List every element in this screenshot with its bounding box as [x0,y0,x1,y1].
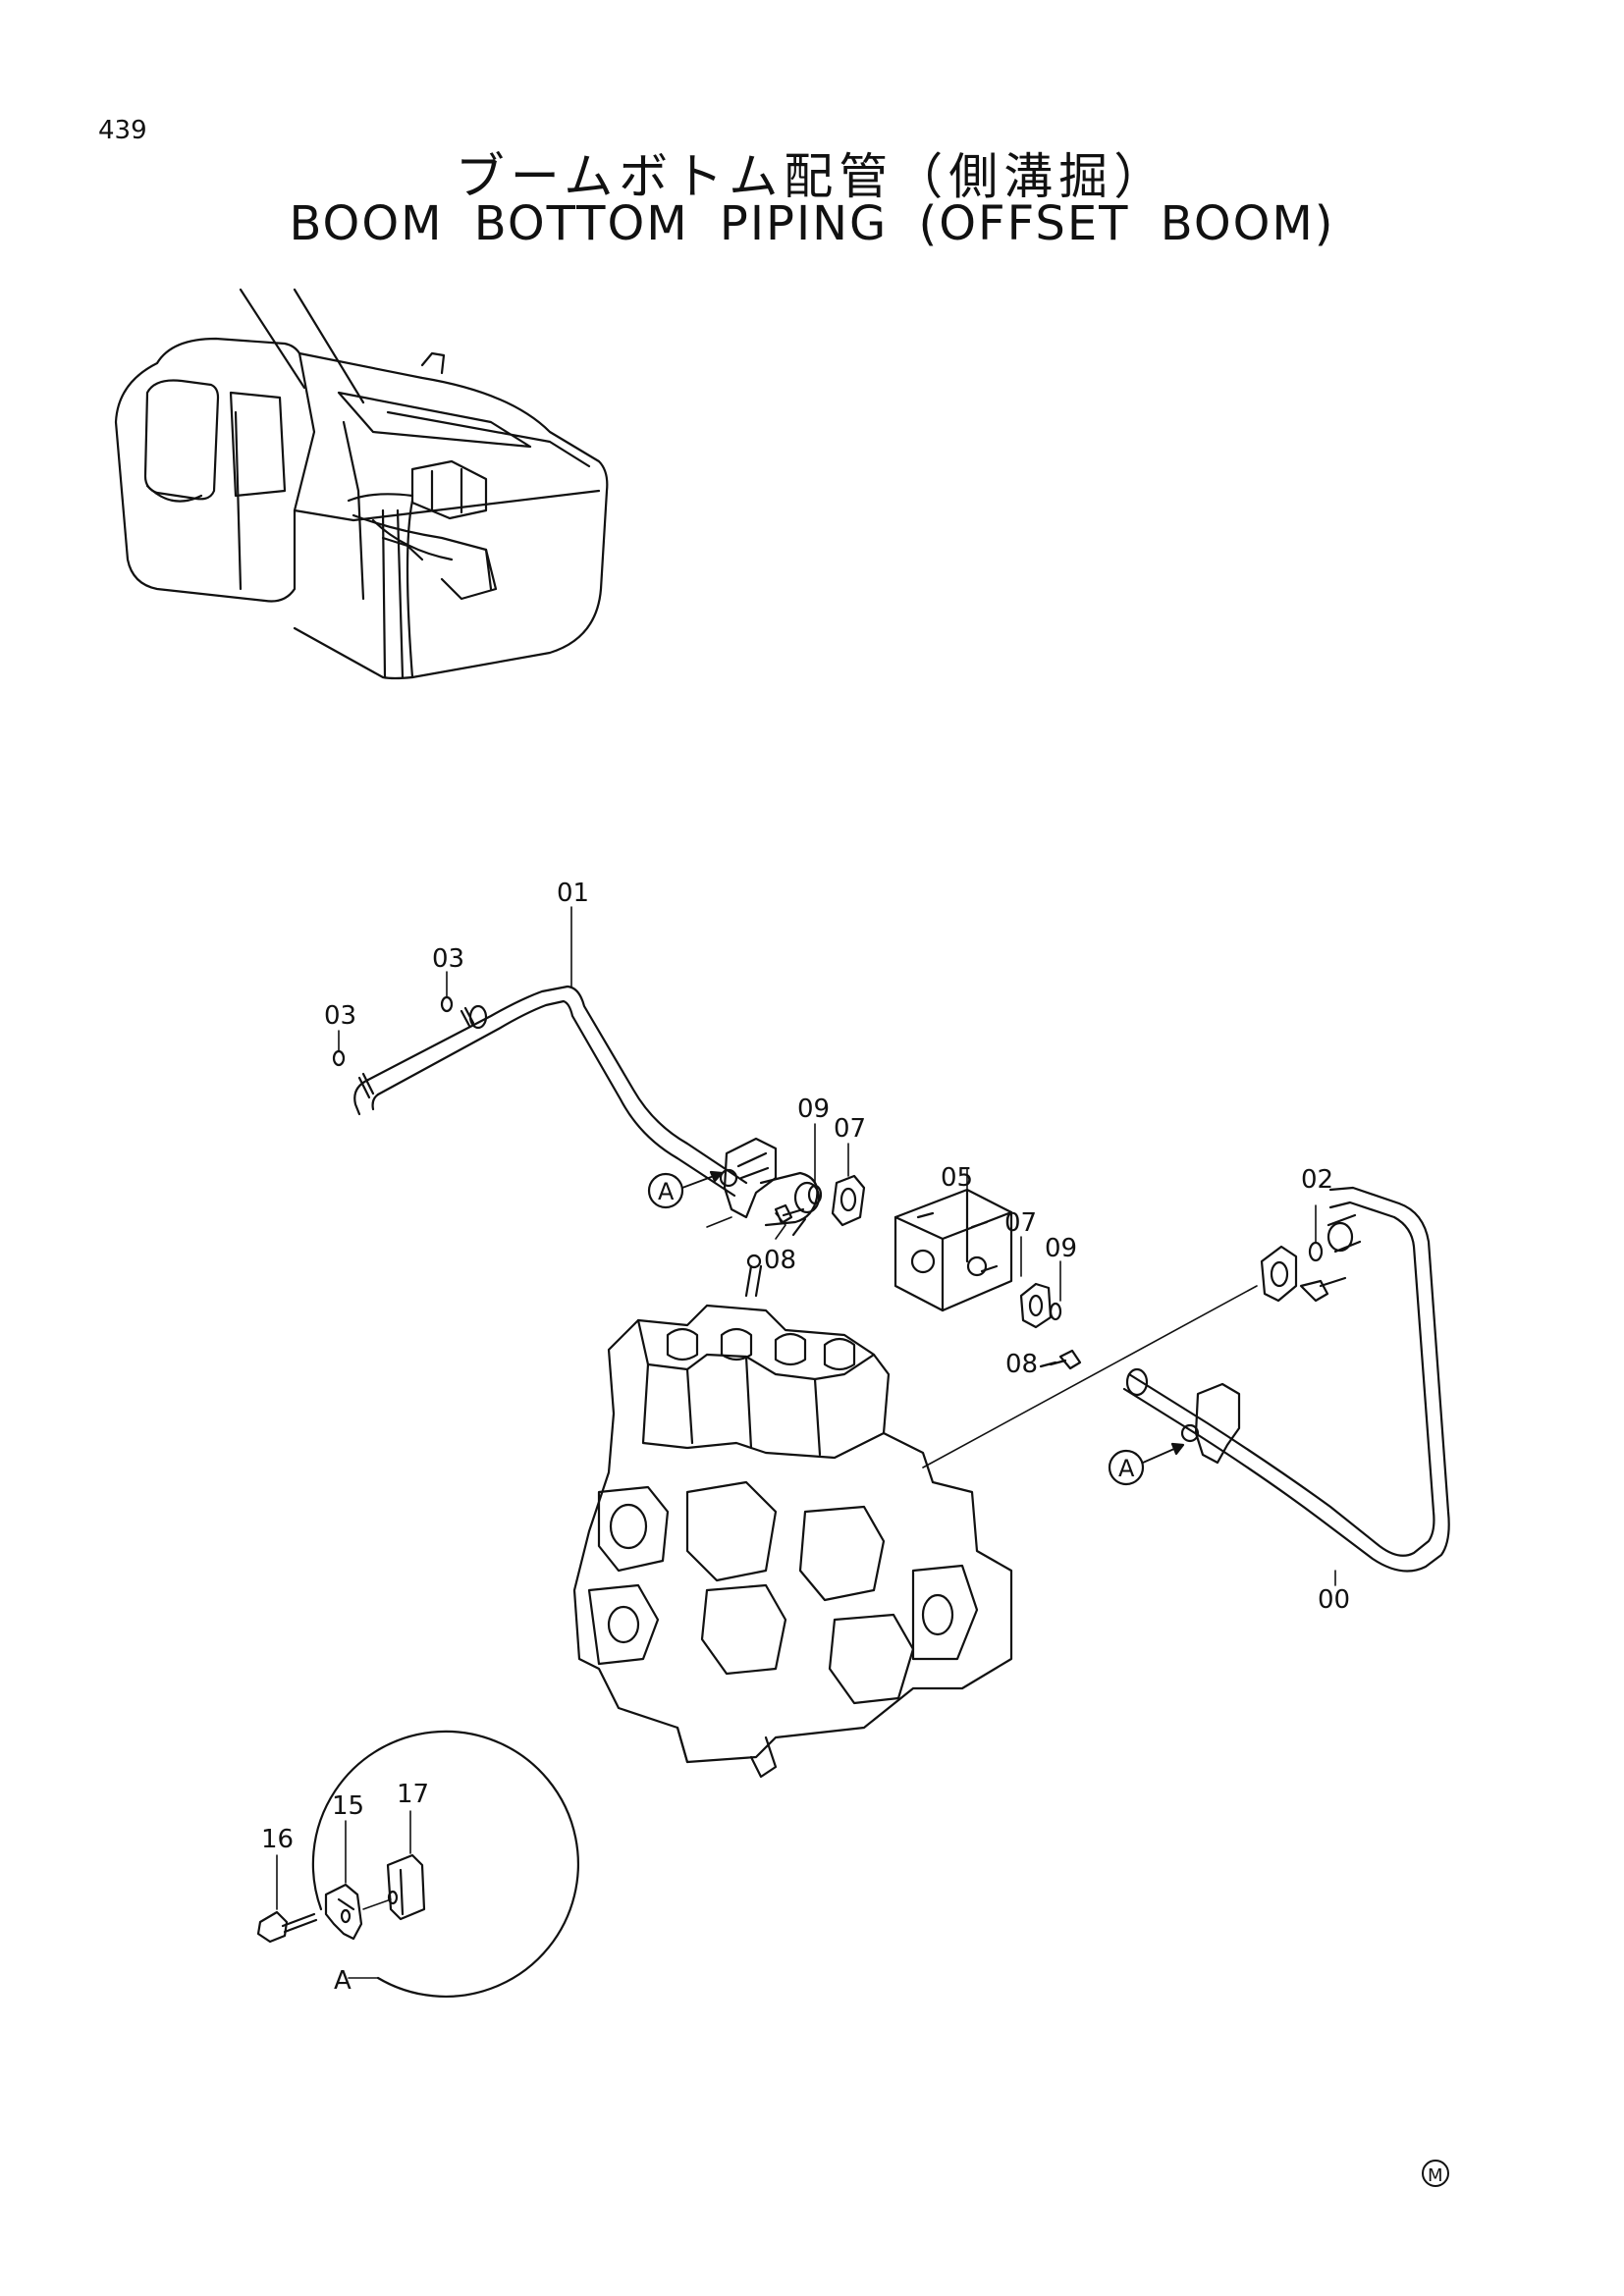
callout-08: 08 [1005,1350,1038,1379]
pipe-00 [1122,1186,1450,1573]
flange-07-left [774,1174,866,1237]
corner-mark: M [1428,2165,1443,2186]
callout-08: 08 [764,1246,796,1275]
detail-label-a: A [334,1966,352,1996]
pipe-01 [353,985,821,1227]
detail-a [256,1730,579,1998]
callout-09: 09 [797,1095,830,1124]
control-valve-assembly [572,1216,1258,1779]
excavator-overview [114,288,609,680]
callout-15: 15 [332,1791,364,1821]
callout-07: 07 [1004,1208,1037,1238]
callout-03: 03 [324,1001,356,1031]
callout-05: 05 [941,1163,973,1193]
callout-07: 07 [834,1114,866,1144]
page-title-english: BOOM BOTTOM PIPING (OFFSET BOOM) [289,196,1335,251]
page-title-japanese: ブームボトム配管（側溝掘） [455,148,1169,205]
page-number: 439 [98,116,147,145]
callout-labels: 01 03 03 09 07 08 05 07 09 08 02 00 17 1… [261,879,1443,2186]
callout-01: 01 [557,879,589,908]
callout-00: 00 [1318,1585,1350,1615]
o-ring-03 [332,995,454,1067]
callout-09: 09 [1045,1234,1077,1263]
callout-03: 03 [432,944,464,974]
callout-02: 02 [1301,1165,1333,1195]
leader-lines [276,906,1336,1910]
detail-marker-a: A [658,1178,675,1205]
flange-07-right [1019,1282,1082,1370]
callout-16: 16 [261,1825,294,1854]
relief-valve-05 [893,1188,1013,1312]
detail-marker-a: A [1118,1455,1135,1482]
detail-a-markers [647,1170,1449,2187]
callout-17: 17 [397,1780,429,1809]
